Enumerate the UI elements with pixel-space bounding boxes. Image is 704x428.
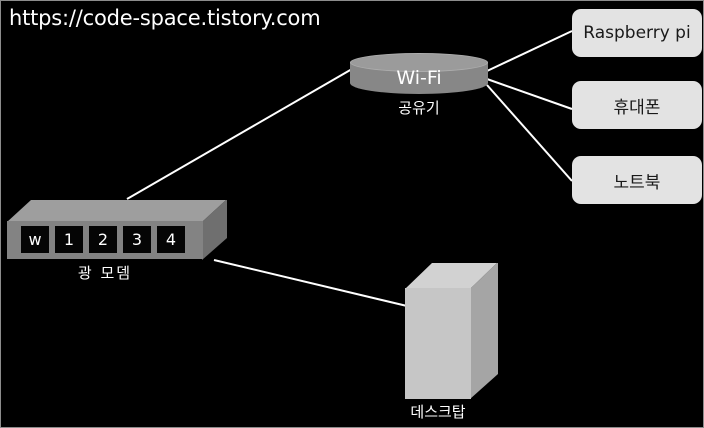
link-router-phone [486,78,573,110]
modem-top-face [7,200,226,222]
raspberry-pi-label: Raspberry pi [583,23,691,43]
modem-port-2[interactable]: 2 [89,226,117,253]
router-cylinder-top [350,53,488,72]
node-desktop[interactable] [405,263,498,399]
node-wifi-router[interactable]: Wi-Fi [350,53,488,94]
link-router-raspberry [486,30,573,72]
router-label: Wi-Fi [396,67,442,89]
modem-port-4[interactable]: 4 [157,226,185,253]
node-raspberry-pi[interactable]: Raspberry pi [572,9,702,57]
mobile-phone-label: 휴대폰 [613,97,661,118]
modem-caption: 광 모뎀 [77,264,133,282]
modem-port-1[interactable]: 1 [55,226,83,253]
desktop-side-face [470,263,498,399]
link-router-laptop [486,84,573,182]
desktop-caption: 데스크탑 [410,403,466,421]
link-modem-desktop [213,259,408,307]
site-watermark: https://code-space.tistory.com [9,6,321,30]
node-optical-modem[interactable]: w 1 2 3 4 [7,200,227,260]
desktop-front-face [405,288,471,399]
link-modem-router [126,68,353,200]
laptop-label: 노트북 [613,172,661,193]
modem-port-wan[interactable]: w [21,226,49,253]
node-laptop[interactable]: 노트북 [572,156,702,204]
modem-port-3[interactable]: 3 [123,226,151,253]
router-caption: 공유기 [398,99,440,117]
modem-port-row: w 1 2 3 4 [21,226,185,253]
node-mobile-phone[interactable]: 휴대폰 [572,81,702,129]
